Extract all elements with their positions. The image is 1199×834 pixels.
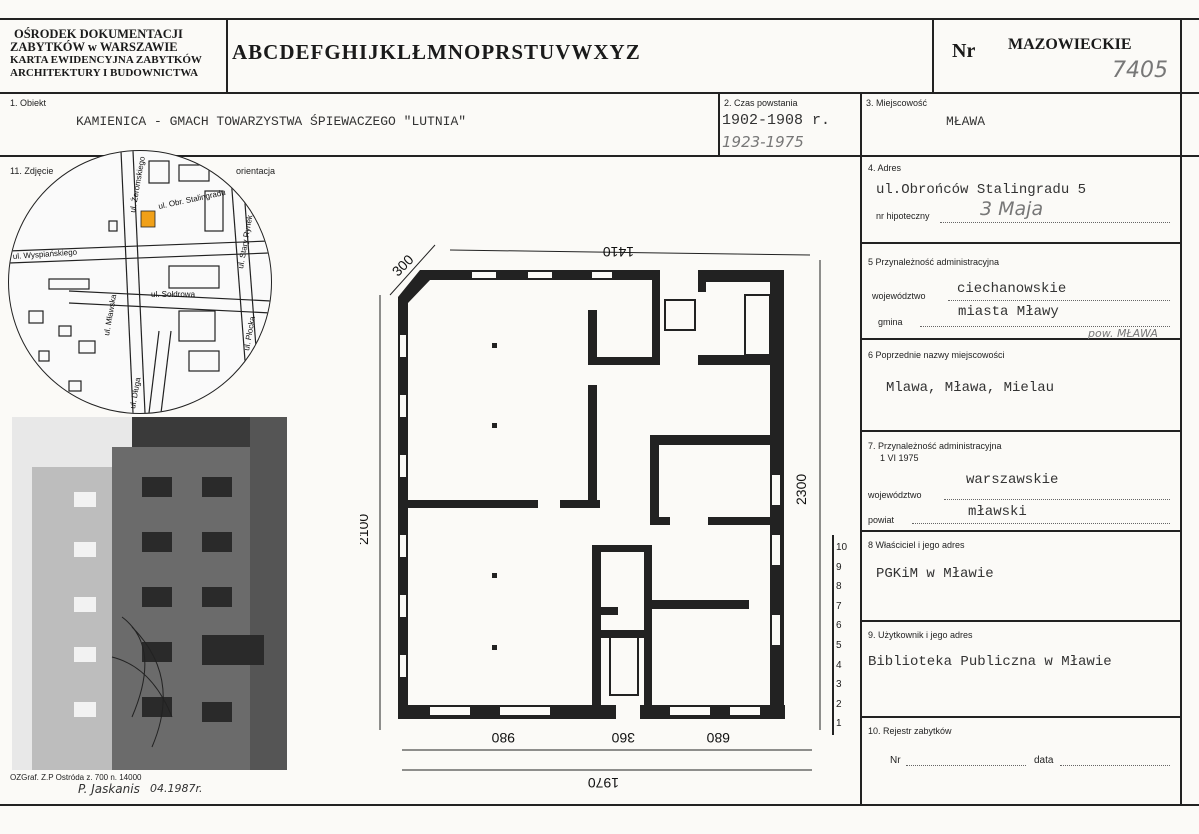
rc-divider-3 bbox=[860, 430, 1180, 432]
woj2-line bbox=[944, 499, 1170, 500]
print-info: OZGraf. Z.P Ostróda z. 700 n. 14000 bbox=[10, 773, 142, 782]
header-vdivider-1 bbox=[226, 18, 228, 92]
przyn2-label: 7. Przynależność administracyjna bbox=[868, 441, 1002, 451]
rc-divider-2 bbox=[860, 338, 1180, 340]
row1-divider bbox=[0, 155, 1199, 157]
dim-left: 2100 bbox=[360, 514, 371, 545]
location-map: ul. Żeromskiego ul. Obr. Stalingradu ul.… bbox=[8, 150, 272, 414]
adres-label: 4. Adres bbox=[868, 163, 902, 173]
dim-top: 1410 bbox=[603, 244, 634, 260]
zdjecie-label: 11. Zdjęcie bbox=[10, 166, 54, 176]
margin-number-1: 1 bbox=[836, 718, 842, 730]
rejestr-data-label: data bbox=[1034, 755, 1054, 766]
czas-label: 2. Czas powstania bbox=[724, 98, 798, 108]
obiekt-value: KAMIENICA - GMACH TOWARZYSTWA ŚPIEWACZEG… bbox=[76, 114, 467, 129]
margin-numbers: 10 9 8 7 6 5 4 3 2 1 bbox=[836, 538, 848, 734]
orientacja-label: orientacja bbox=[236, 166, 276, 176]
woj1-value: ciechanowskie bbox=[957, 281, 1067, 297]
uzytkownik-label: 9. Użytkownik i jego adres bbox=[868, 630, 973, 640]
rejestr-label: 10. Rejestr zabytków bbox=[868, 726, 952, 736]
map-label-zeromskiego: ul. Żeromskiego bbox=[128, 155, 147, 213]
hipoteczny-label: nr hipoteczny bbox=[876, 211, 930, 221]
map-drawing: ul. Żeromskiego ul. Obr. Stalingradu ul.… bbox=[9, 151, 271, 413]
card-number-handwritten: 7405 bbox=[1112, 58, 1168, 83]
czas-value: 1902-1908 r. bbox=[722, 112, 831, 129]
margin-number-4: 4 bbox=[836, 659, 842, 671]
hipoteczny-line bbox=[940, 222, 1170, 223]
dim-right: 2300 bbox=[793, 474, 809, 505]
adres-handwritten: 3 Maja bbox=[980, 198, 1044, 220]
dim-bottom-total: 1970 bbox=[588, 775, 619, 791]
gmina-handwritten: pow. MŁAWA bbox=[1088, 327, 1158, 340]
woj1-line bbox=[948, 300, 1170, 301]
powiat-line bbox=[912, 523, 1170, 524]
institution-line-2: ZABYTKÓW w WARSZAWIE bbox=[10, 40, 178, 54]
margin-number-3: 3 bbox=[836, 679, 842, 691]
rc-divider-4 bbox=[860, 530, 1180, 532]
map-label-soldrowa: ul. Sołdrowa bbox=[151, 290, 196, 299]
right-border bbox=[1180, 18, 1182, 804]
nr-label: Nr bbox=[952, 40, 976, 62]
photo-drawing bbox=[12, 417, 287, 770]
margin-ruler bbox=[832, 535, 834, 735]
rejestr-data-line bbox=[1060, 765, 1170, 766]
margin-number-2: 2 bbox=[836, 698, 842, 710]
margin-number-9: 9 bbox=[836, 561, 842, 573]
top-border bbox=[0, 18, 1199, 20]
powiat-label: powiat bbox=[868, 515, 895, 525]
wlasciciel-label: 8 Właściciel i jego adres bbox=[868, 540, 965, 550]
map-label-stalingradu: ul. Obr. Stalingradu bbox=[158, 188, 227, 211]
woj2-value: warszawskie bbox=[966, 472, 1059, 488]
przyn2-date: 1 VI 1975 bbox=[880, 453, 919, 463]
map-label-mlawska: ul. Mławska bbox=[102, 293, 118, 336]
woj1-label: województwo bbox=[872, 291, 926, 301]
obiekt-label: 1. Obiekt bbox=[10, 98, 47, 108]
rejestr-nr-line bbox=[906, 765, 1026, 766]
dim-diag: 300 bbox=[389, 251, 417, 279]
gmina-line bbox=[920, 326, 1170, 327]
right-column-divider bbox=[860, 92, 862, 804]
floor-plan: 1410 300 2100 2300 980 360 680 1970 bbox=[360, 244, 821, 791]
photographer: P. Jaskanis bbox=[78, 782, 140, 796]
rc-divider-1 bbox=[860, 242, 1180, 244]
margin-number-5: 5 bbox=[836, 639, 842, 651]
przyn1-label: 5 Przynależność administracyjna bbox=[868, 257, 1000, 267]
rejestr-nr-label: Nr bbox=[890, 755, 901, 766]
institution-line-4: ARCHITEKTURY I BUDOWNICTWA bbox=[10, 67, 199, 79]
header-divider bbox=[0, 92, 1199, 94]
institution-line-3: KARTA EWIDENCYJNA ZABYTKÓW bbox=[10, 54, 202, 66]
woj2-label: województwo bbox=[868, 490, 922, 500]
building-photo bbox=[12, 417, 287, 770]
gmina-value: miasta Mławy bbox=[958, 304, 1059, 320]
map-label-dluga: ul. Długa bbox=[128, 376, 142, 409]
row1-vdivider-1 bbox=[718, 92, 720, 155]
adres-value: ul.Obrońców Stalingradu 5 bbox=[876, 182, 1087, 198]
poprz-value: Mlawa, Mława, Mielau bbox=[886, 380, 1055, 396]
uzytkownik-value: Biblioteka Publiczna w Mławie bbox=[868, 654, 1112, 670]
margin-number-8: 8 bbox=[836, 581, 842, 593]
alphabet-index: ABCDEFGHIJKLŁMNOPRSTUVWXYZ bbox=[232, 40, 641, 64]
dim-bottom-a: 980 bbox=[491, 730, 515, 746]
header-vdivider-2 bbox=[932, 18, 934, 92]
rc-divider-6 bbox=[860, 716, 1180, 718]
powiat-value: mławski bbox=[968, 504, 1027, 520]
gmina-label: gmina bbox=[878, 317, 903, 327]
photo-date: 04.1987r. bbox=[150, 782, 203, 795]
bottom-border bbox=[0, 804, 1199, 806]
dim-bottom-c: 680 bbox=[706, 730, 730, 746]
miejscowosc-label: 3. Miejscowość bbox=[866, 98, 928, 108]
institution-line-1: OŚRODEK DOKUMENTACJI bbox=[14, 27, 183, 41]
czas-handwritten: 1923-1975 bbox=[722, 133, 804, 151]
dim-bottom-b: 360 bbox=[611, 730, 635, 746]
rc-divider-5 bbox=[860, 620, 1180, 622]
margin-number-10: 10 bbox=[836, 542, 848, 553]
wlasciciel-value: PGKiM w Mławie bbox=[876, 566, 994, 582]
voivodeship-title: MAZOWIECKIE bbox=[1008, 36, 1132, 53]
map-label-wyspianskiego: ul. Wyspiańskiego bbox=[13, 247, 78, 261]
poprz-label: 6 Poprzednie nazwy miejscowości bbox=[868, 350, 1005, 360]
miejscowosc-value: MŁAWA bbox=[946, 114, 986, 129]
margin-number-6: 6 bbox=[836, 620, 842, 632]
margin-number-7: 7 bbox=[836, 600, 842, 612]
